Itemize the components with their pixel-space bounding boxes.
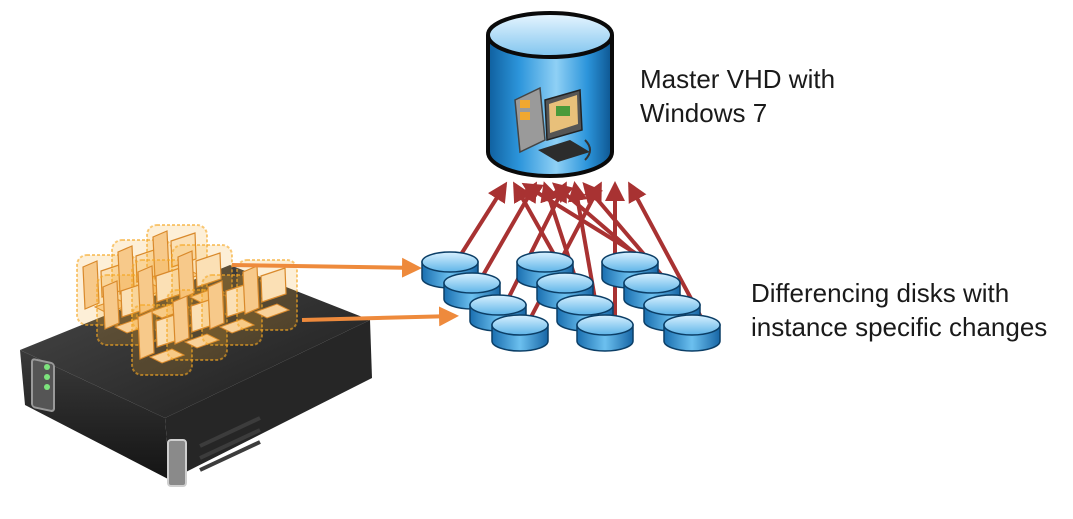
virtual-machine-computer-icon: [236, 259, 298, 331]
master-vhd-label-line2: Windows 7: [640, 98, 768, 128]
server-to-disks-arrows: [231, 257, 459, 327]
master-vhd-cylinder-icon: [486, 11, 614, 178]
differencing-disks-label: Differencing disks with instance specifi…: [751, 276, 1047, 344]
master-vhd-label: Master VHD with Windows 7: [640, 62, 835, 130]
virtual-machines-group: [76, 224, 298, 376]
arrow-server-to-disks-lower: [301, 306, 459, 327]
arrow-disk-to-master: [480, 181, 537, 278]
disk-cylinder-icon: [576, 314, 634, 352]
differencing-disks-label-line1: Differencing disks with: [751, 278, 1010, 308]
differencing-disks-group: [421, 251, 721, 352]
differencing-disks-label-line2: instance specific changes: [751, 312, 1048, 342]
disk-cylinder-icon: [663, 314, 721, 352]
arrow-server-to-disks-upper: [231, 257, 422, 278]
disk-cylinder-icon: [491, 314, 549, 352]
master-vhd-label-line1: Master VHD with: [640, 64, 836, 94]
arrow-disk-to-master: [458, 181, 508, 258]
windows-computer-icon: [514, 86, 591, 162]
